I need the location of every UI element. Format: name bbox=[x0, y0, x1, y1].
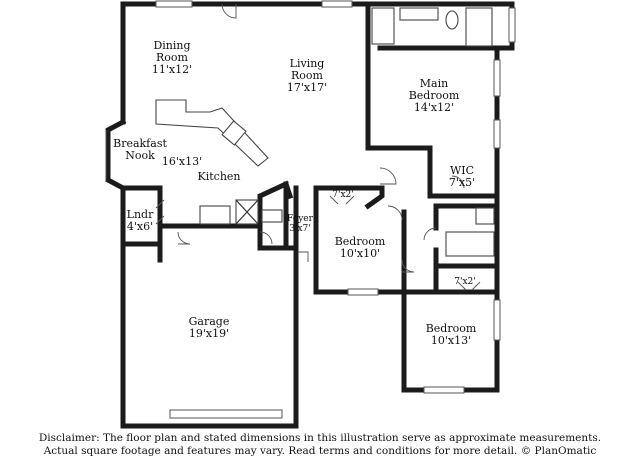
hall-bath-fixtures bbox=[445, 207, 495, 257]
room-label-main-bedroom: Main Bedroom 14'x12' bbox=[409, 78, 460, 114]
disclaimer-line-1: Disclaimer: The floor plan and stated di… bbox=[38, 432, 602, 444]
room-label-laundry: Lndr 4'x6' bbox=[127, 209, 154, 233]
windows bbox=[155, 0, 516, 419]
room-name: Dining Room bbox=[153, 39, 191, 64]
room-dimension: 4'x6' bbox=[126, 220, 154, 233]
room-label-garage: Garage 19'x19' bbox=[189, 316, 230, 340]
room-name: Foyer bbox=[287, 214, 313, 224]
room-dimension: 17'x17' bbox=[286, 81, 328, 94]
room-label-kitchen-dimension: 16'x13' bbox=[162, 156, 202, 168]
disclaimer-text: Disclaimer: The floor plan and stated di… bbox=[0, 432, 640, 458]
room-dimension: 3'x7' bbox=[289, 224, 311, 234]
room-label-kitchen: Kitchen bbox=[198, 171, 241, 183]
room-label-closet-2: 7'x2' bbox=[454, 277, 475, 287]
room-name: Bedroom bbox=[425, 322, 477, 335]
room-name: Main Bedroom bbox=[408, 77, 460, 102]
misc-fixtures bbox=[261, 209, 283, 223]
room-name: WIC bbox=[449, 164, 475, 177]
room-label-dining: Dining Room 11'x12' bbox=[152, 40, 192, 76]
nook-bay-window bbox=[105, 118, 127, 192]
room-dimension: 7'x2' bbox=[454, 277, 476, 287]
room-label-breakfast-nook: Breakfast Nook bbox=[113, 138, 167, 162]
room-label-living: Living Room 17'x17' bbox=[287, 58, 327, 94]
room-name: Living Room bbox=[289, 57, 325, 82]
kitchen-counters bbox=[155, 99, 269, 225]
room-dimension: 7'x2' bbox=[332, 190, 354, 200]
disclaimer-line-2: Actual square footage and features may v… bbox=[43, 445, 597, 457]
room-dimension: 14'x12' bbox=[413, 101, 455, 114]
main-bath-fixtures bbox=[371, 7, 493, 47]
room-name: Kitchen bbox=[197, 170, 241, 183]
room-dimension: 10'x13' bbox=[430, 334, 472, 347]
room-name: Lndr bbox=[126, 208, 154, 221]
doors bbox=[155, 3, 481, 291]
room-name: Garage bbox=[188, 315, 230, 328]
room-dimension: 7'x5' bbox=[448, 176, 476, 189]
room-name: Breakfast Nook bbox=[113, 137, 167, 162]
interior-walls bbox=[120, 45, 500, 295]
room-label-bedroom-3: Bedroom 10'x13' bbox=[426, 323, 477, 347]
room-dimension: 16'x13' bbox=[161, 155, 203, 168]
room-dimension: 10'x10' bbox=[339, 247, 381, 260]
room-label-foyer: Foyer 3'x7' bbox=[287, 214, 313, 234]
room-label-closet-1: 7'x2' bbox=[332, 190, 353, 200]
room-label-bedroom-2: Bedroom 10'x10' bbox=[335, 236, 386, 260]
room-dimension: 19'x19' bbox=[188, 327, 230, 340]
room-name: Bedroom bbox=[334, 235, 386, 248]
room-label-wic: WIC 7'x5' bbox=[449, 165, 475, 189]
room-dimension: 11'x12' bbox=[151, 63, 193, 76]
